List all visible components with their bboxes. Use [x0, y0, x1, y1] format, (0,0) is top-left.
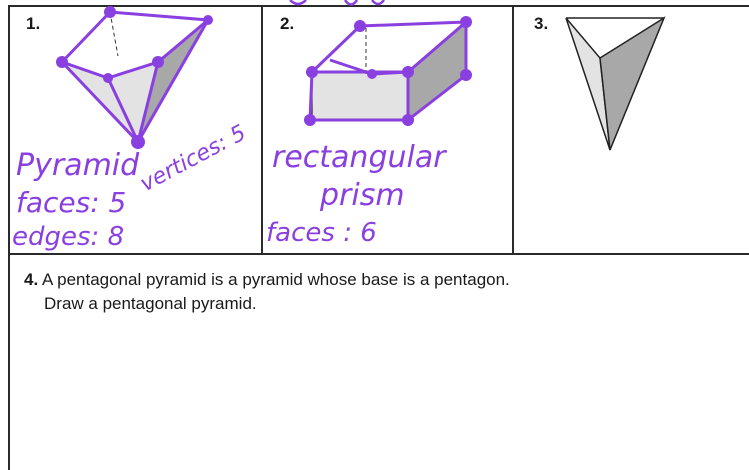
item-2-number: 2. [280, 14, 295, 33]
pyramid-figure [56, 6, 213, 149]
question-4-number: 4. [24, 270, 39, 289]
item1-edges-handwriting: edges: 8 [12, 222, 125, 252]
item-1-number: 1. [26, 14, 41, 33]
item1-name-handwriting: Pyramid [16, 148, 140, 183]
cell-divider-1 [261, 5, 263, 255]
rectangular-prism-figure [304, 16, 472, 126]
item-3-number: 3. [534, 14, 549, 33]
item2-name-line2-handwriting: prism [320, 178, 405, 213]
item2-faces-handwriting: faces : 6 [266, 218, 377, 248]
cell-divider-2 [512, 5, 514, 255]
question-4-line2: Draw a pentagonal pyramid. [44, 294, 257, 313]
item1-faces-handwriting: faces: 5 [16, 186, 127, 219]
drawing-area[interactable] [10, 330, 749, 470]
cut-off-handwriting [289, 0, 385, 6]
item2-name-line1-handwriting: rectangular [272, 140, 446, 175]
question4-left-border [8, 255, 10, 470]
question-4: 4. A pentagonal pyramid is a pyramid who… [24, 268, 724, 316]
triangular-pyramid-figure [565, 16, 666, 151]
question-4-line1: A pentagonal pyramid is a pyramid whose … [41, 270, 510, 289]
top-cells-border [8, 5, 749, 255]
